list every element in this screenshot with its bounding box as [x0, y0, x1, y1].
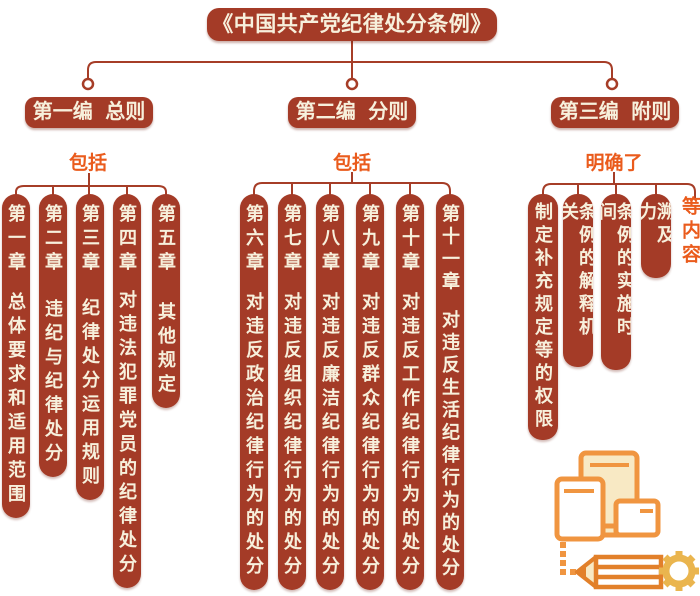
appendix-title: 制定补充规定等的权限 — [533, 202, 553, 432]
chapter-title: 对违反生活纪律行为的处分 — [440, 310, 460, 580]
dotted-line — [560, 542, 576, 575]
chapter-title: 对违法犯罪党员的纪律处分 — [117, 290, 137, 578]
phone-icon — [554, 476, 606, 542]
appendix-title: 条例的实施时间 — [601, 202, 631, 340]
appendix-node-4: 溯及力 — [641, 194, 671, 278]
chapter-title: 对违反组织纪律行为的处分 — [282, 292, 302, 580]
chapter-title: 对违反廉洁纪律行为的处分 — [320, 292, 340, 580]
chapter-node-8: 第八章 对违反廉洁纪律行为的处分 — [316, 194, 344, 590]
suffix-label: 等内容 — [679, 196, 700, 268]
chapter-title: 对违反群众纪律行为的处分 — [360, 292, 380, 580]
connector-label-part1: 包括 — [68, 153, 107, 174]
chapter-node-9: 第九章 对违反群众纪律行为的处分 — [356, 194, 384, 590]
connector-label-part2: 包括 — [332, 153, 371, 174]
chapter-title: 其他规定 — [156, 302, 176, 398]
chapter-number: 第二章 — [43, 204, 63, 276]
chapter-number: 第十一章 — [440, 204, 460, 294]
connector-label-part3: 明确了 — [585, 153, 643, 174]
diagram-title: 《中国共产党纪律处分条例》 — [207, 8, 497, 41]
appendix-node-1: 制定补充规定等的权限 — [528, 194, 558, 440]
connector-dot — [605, 77, 619, 91]
chapter-number: 第七章 — [282, 204, 302, 276]
chapter-node-4: 第四章 对违法犯罪党员的纪律处分 — [113, 194, 141, 588]
chapter-node-10: 第十章 对违反工作纪律行为的处分 — [396, 194, 424, 590]
chapter-title: 纪律处分运用规则 — [80, 298, 100, 490]
chapter-number: 第三章 — [80, 204, 100, 276]
chapter-node-7: 第七章 对违反组织纪律行为的处分 — [278, 194, 306, 590]
chapter-number: 第六章 — [244, 204, 264, 276]
chapter-node-6: 第六章 对违反政治纪律行为的处分 — [240, 194, 268, 590]
branch-node-part3: 第三编 附则 — [551, 97, 679, 128]
appendix-node-2: 条例的解释机关 — [563, 194, 593, 367]
appendix-title: 条例的解释机关 — [563, 202, 593, 340]
chapter-number: 第五章 — [156, 204, 176, 276]
chapter-node-1: 第一章 总体要求和适用范围 — [2, 194, 30, 518]
chapter-node-5: 第五章 其他规定 — [152, 194, 180, 408]
chapter-title: 总体要求和适用范围 — [6, 292, 26, 508]
chapter-number: 第一章 — [6, 204, 26, 276]
branch-node-part2: 第二编 分则 — [288, 97, 416, 128]
devices-icon — [554, 450, 661, 542]
pencil-icon — [575, 554, 664, 590]
chapter-number: 第九章 — [360, 204, 380, 276]
devices-pencil-gear-icon — [554, 450, 699, 591]
screen-icon — [613, 498, 661, 538]
connector-dot — [345, 77, 359, 91]
chapter-title: 违纪与纪律处分 — [43, 299, 63, 467]
chapter-node-3: 第三章 纪律处分运用规则 — [76, 194, 104, 500]
chapter-node-2: 第二章 违纪与纪律处分 — [39, 194, 67, 477]
chapter-number: 第八章 — [320, 204, 340, 276]
branch-node-part1: 第一编 总则 — [25, 97, 153, 128]
chapter-node-11: 第十一章 对违反生活纪律行为的处分 — [436, 194, 464, 590]
chapter-number: 第十章 — [400, 204, 420, 276]
appendix-title: 溯及力 — [641, 202, 671, 248]
chapter-title: 对违反工作纪律行为的处分 — [400, 292, 420, 580]
appendix-node-3: 条例的实施时间 — [601, 194, 631, 370]
chapter-title: 对违反政治纪律行为的处分 — [244, 292, 264, 580]
connector-dot — [81, 77, 95, 91]
gear-icon — [659, 551, 699, 591]
chapter-number: 第四章 — [117, 204, 137, 276]
